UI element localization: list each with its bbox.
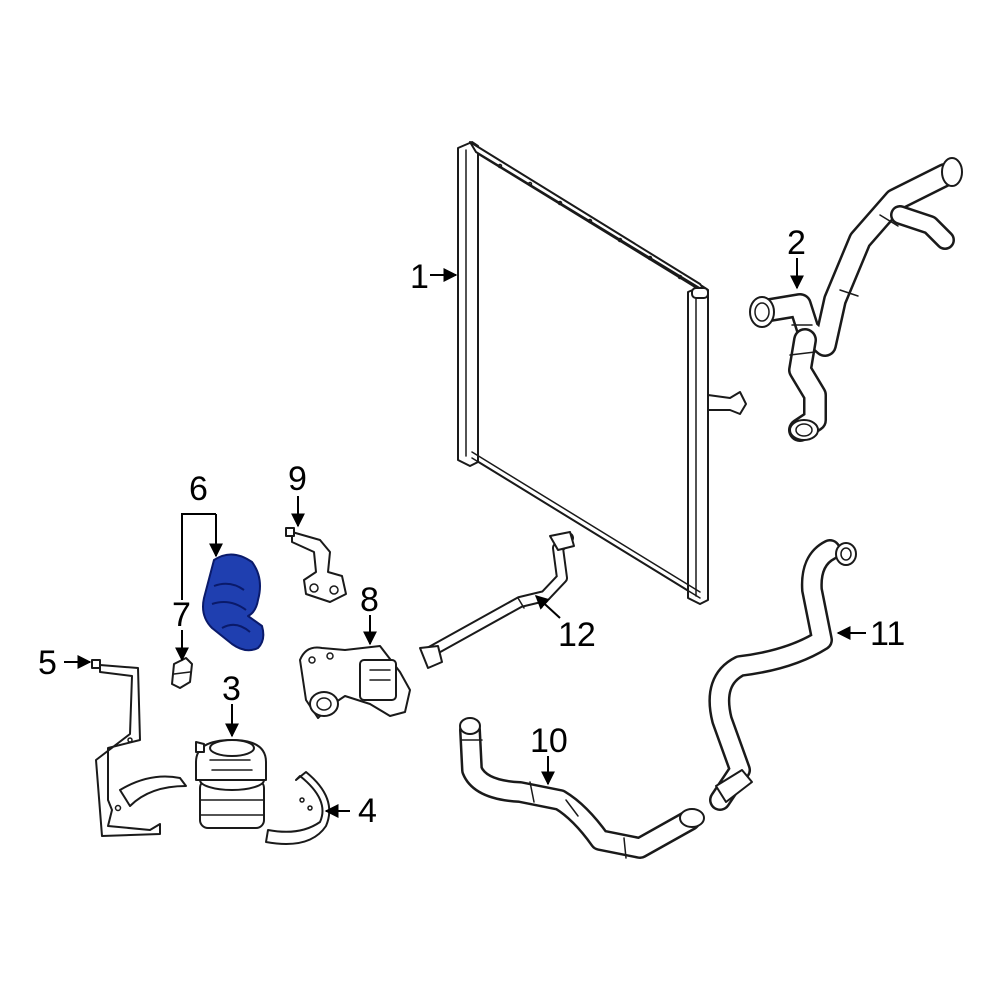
callout-labels: 1 2 3 4 5 6 7 8 9 10 11 12 [38,224,905,830]
long-hose-part[interactable] [708,539,857,811]
callout-10: 10 [530,722,568,760]
callout-3: 3 [222,670,241,708]
coolant-valve-part[interactable] [299,645,411,719]
callout-6: 6 [189,470,208,508]
highlighted-coolant-hose-part[interactable] [202,553,265,652]
coolant-pipe-part[interactable] [419,531,575,669]
lower-hose-part[interactable] [459,717,705,859]
leader-lines [64,258,866,818]
callout-7: 7 [172,596,191,634]
callout-5: 5 [38,644,57,682]
hose-fitting-part[interactable] [171,657,193,689]
callout-8: 8 [360,581,379,619]
radiator-part[interactable] [457,141,747,605]
callout-9: 9 [288,460,307,498]
clamp-strap-part[interactable] [265,771,331,845]
callout-11: 11 [870,615,905,653]
callout-12: 12 [558,616,596,654]
callout-4: 4 [358,792,377,830]
water-pump-part[interactable] [195,739,267,829]
callout-2: 2 [787,224,806,262]
callout-1: 1 [410,258,429,296]
small-bracket-part[interactable] [285,527,347,603]
pump-bracket-part[interactable] [91,659,187,837]
upper-hose-assembly-part[interactable] [749,157,963,442]
